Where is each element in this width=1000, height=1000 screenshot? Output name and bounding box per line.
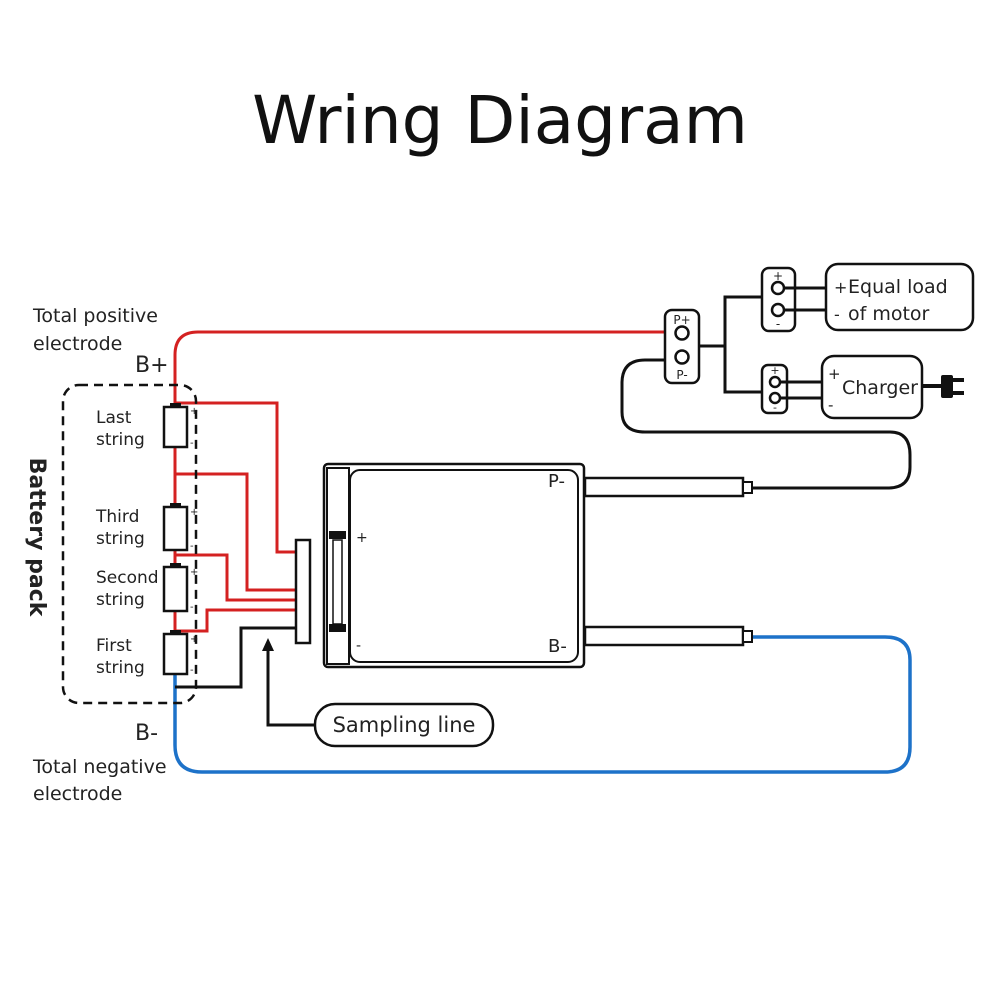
power-plug-icon bbox=[922, 375, 964, 398]
sampling-wire-negative bbox=[175, 626, 298, 689]
board-b-minus-label: B- bbox=[548, 636, 567, 657]
total-positive-label-1: Total positive bbox=[32, 305, 158, 327]
sampling-wire-last bbox=[175, 401, 298, 554]
cell-label-last-2: string bbox=[96, 430, 145, 450]
sampling-wire-third bbox=[175, 472, 298, 592]
port-to-charger-wire bbox=[723, 346, 762, 394]
cell-label-last-1: Last bbox=[96, 408, 132, 428]
cell-first: + - bbox=[162, 630, 198, 676]
p-plus-label: P+ bbox=[673, 313, 690, 327]
cell-plus-sign: + bbox=[190, 406, 198, 417]
cell-minus-sign: - bbox=[190, 541, 194, 552]
total-negative-label-2: electrode bbox=[33, 783, 122, 805]
sampling-wire-second bbox=[175, 553, 298, 602]
positive-main-wire bbox=[173, 330, 672, 405]
cell-label-second-1: Second bbox=[96, 568, 159, 588]
output-terminal-block bbox=[663, 308, 701, 385]
cell-minus-sign: - bbox=[190, 602, 194, 613]
cell-label-third-1: Third bbox=[95, 507, 139, 527]
cell-label-third-2: string bbox=[96, 529, 145, 549]
cell-plus-sign: + bbox=[190, 567, 198, 578]
port-to-load-wire bbox=[698, 295, 762, 348]
b-plus-label: B+ bbox=[135, 353, 169, 378]
board-plus-label: + bbox=[356, 530, 368, 546]
cell-plus-sign: + bbox=[190, 507, 198, 518]
protection-board bbox=[322, 462, 586, 669]
cell-third: + - bbox=[162, 503, 198, 552]
sampling-connector bbox=[294, 538, 312, 645]
motor-load-box bbox=[824, 262, 975, 332]
p-minus-label: P- bbox=[676, 368, 687, 382]
charger-connector-plus: + bbox=[770, 364, 779, 377]
sampling-wire-first bbox=[175, 608, 298, 633]
load-connector-minus: - bbox=[776, 317, 780, 331]
negative-main-wire bbox=[173, 635, 912, 774]
battery-pack-label: Battery pack bbox=[24, 458, 49, 618]
total-positive-label-2: electrode bbox=[33, 333, 122, 355]
cell-label-first-1: First bbox=[96, 636, 132, 656]
output-negative-wire bbox=[620, 358, 912, 490]
b-minus-label: B- bbox=[135, 721, 158, 746]
load-label-2: of motor bbox=[848, 303, 930, 325]
cell-last: + - bbox=[162, 403, 198, 449]
charger-link-wires bbox=[780, 380, 822, 400]
cell-label-first-2: string bbox=[96, 658, 145, 678]
cell-minus-sign: - bbox=[190, 665, 194, 676]
load-link-wires bbox=[784, 286, 826, 312]
charger-label: Charger bbox=[842, 377, 918, 399]
load-connector bbox=[760, 266, 797, 333]
load-connector-plus: + bbox=[773, 269, 783, 283]
cell-label-second-2: string bbox=[96, 590, 145, 610]
sampling-line-label: Sampling line bbox=[333, 713, 476, 737]
lead-b-minus bbox=[583, 625, 753, 647]
charger-plus-sign: + bbox=[828, 365, 841, 383]
charger-connector-minus: - bbox=[773, 401, 777, 414]
cell-plus-sign: + bbox=[190, 634, 198, 645]
sampling-arrow-line bbox=[266, 648, 316, 727]
cell-minus-sign: - bbox=[190, 438, 194, 449]
load-label-1: Equal load bbox=[848, 276, 948, 298]
sampling-arrow-head-icon bbox=[262, 638, 274, 651]
lead-p-minus bbox=[583, 476, 753, 498]
charger-minus-sign: - bbox=[828, 396, 833, 414]
sampling-line-callout bbox=[313, 702, 495, 748]
load-plus-sign: + bbox=[834, 278, 847, 297]
load-minus-sign: - bbox=[834, 305, 840, 324]
battery-pack-outline bbox=[61, 383, 198, 705]
board-p-minus-label: P- bbox=[548, 471, 565, 492]
diagram-title: Wring Diagram bbox=[252, 82, 748, 159]
total-negative-label-1: Total negative bbox=[32, 756, 167, 778]
board-minus-label: - bbox=[356, 638, 361, 654]
cell-second: + - bbox=[162, 563, 198, 613]
